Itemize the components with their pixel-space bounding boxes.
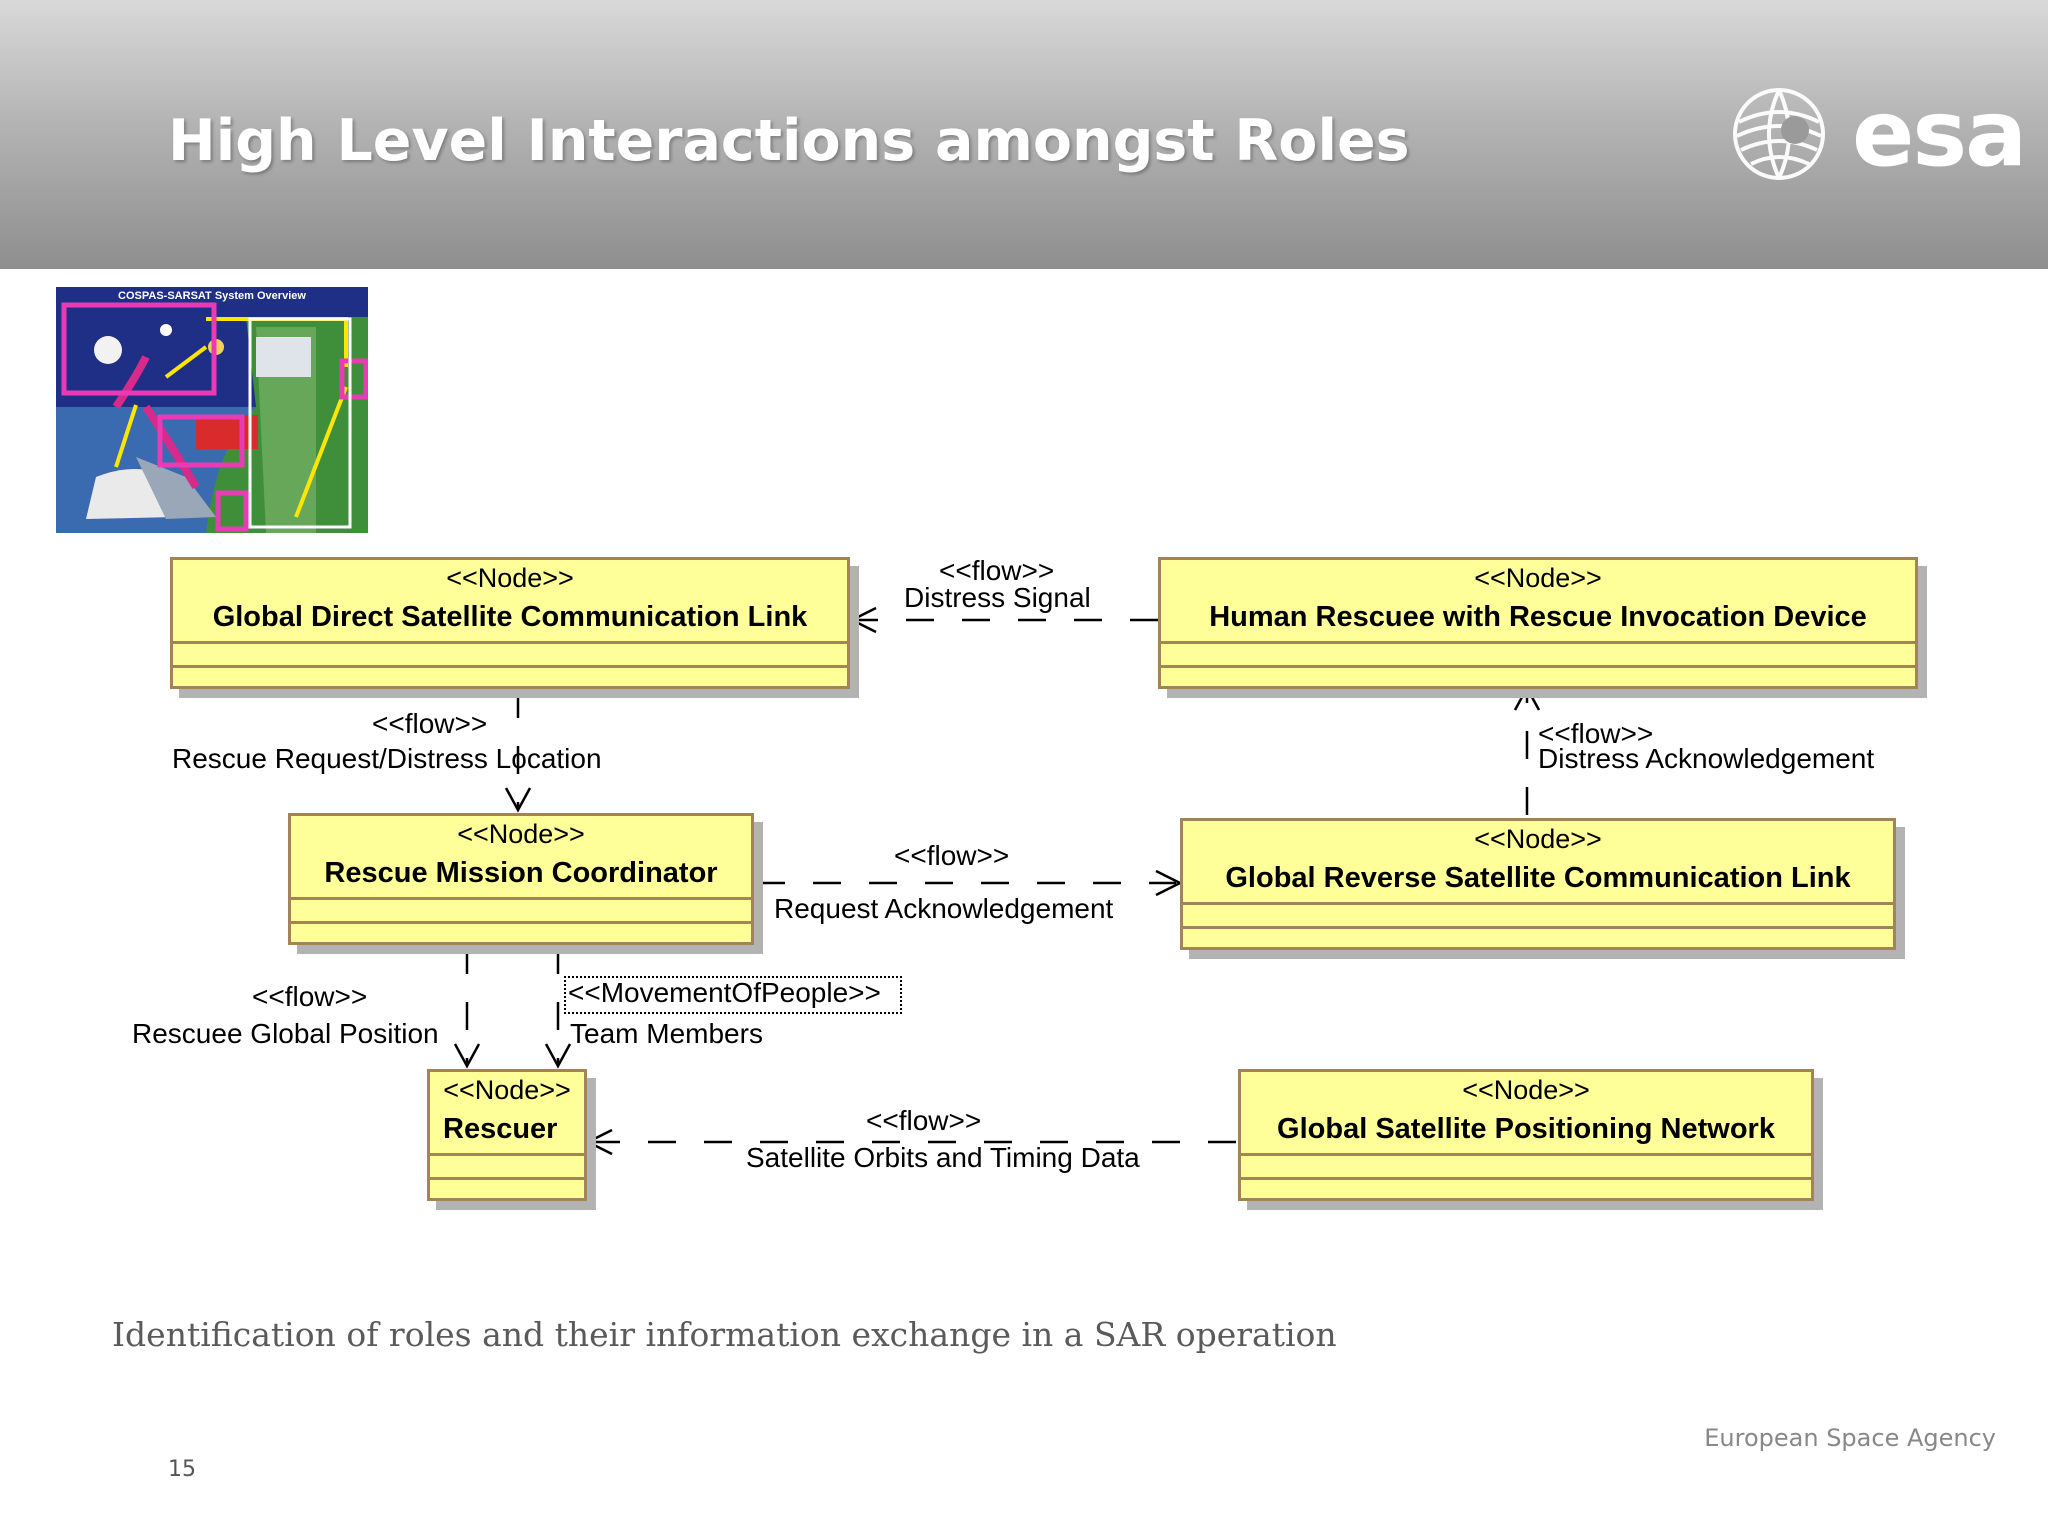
flow-label-team-members: Team Members bbox=[570, 1018, 763, 1049]
arrowhead-team-members bbox=[544, 1043, 572, 1069]
arrowhead-rescuee-position bbox=[453, 1043, 481, 1069]
node-stereotype: <<Node>> bbox=[457, 819, 585, 849]
flow-label-distress-signal: Distress Signal bbox=[904, 582, 1091, 613]
node-stereotype: <<Node>> bbox=[1474, 563, 1602, 593]
node-global-reverse-satellite-link: <<Node>> Global Reverse Satellite Commun… bbox=[1180, 818, 1905, 959]
node-global-satellite-positioning-network: <<Node>> Global Satellite Positioning Ne… bbox=[1238, 1069, 1823, 1210]
node-name: Rescuer bbox=[443, 1113, 558, 1145]
node-rescue-mission-coordinator: <<Node>> Rescue Mission Coordinator bbox=[288, 813, 763, 954]
node-human-rescuee: <<Node>> Human Rescuee with Rescue Invoc… bbox=[1158, 557, 1927, 698]
slide-caption: Identification of roles and their inform… bbox=[112, 1315, 1337, 1354]
node-rescuer: <<Node>> Rescuer bbox=[427, 1069, 596, 1210]
node-name: Human Rescuee with Rescue Invocation Dev… bbox=[1209, 601, 1867, 633]
flow-stereotype-distress-signal: <<flow>> bbox=[939, 555, 1055, 586]
flow-label-rescuee-position: Rescuee Global Position bbox=[132, 1018, 439, 1049]
flow-stereotype-team-members: <<MovementOfPeople>> bbox=[568, 977, 881, 1008]
node-name: Global Satellite Positioning Network bbox=[1277, 1113, 1775, 1145]
flow-stereotype-rescuee-position: <<flow>> bbox=[252, 981, 368, 1012]
esa-globe-icon bbox=[1733, 88, 1825, 180]
node-stereotype: <<Node>> bbox=[446, 563, 574, 593]
node-global-direct-satellite-link: <<Node>> Global Direct Satellite Communi… bbox=[170, 557, 859, 698]
flow-stereotype-request-ack: <<flow>> bbox=[894, 840, 1010, 871]
cospas-sarsat-overview-image: COSPAS-SARSAT System Overview bbox=[56, 287, 368, 533]
node-name: Global Reverse Satellite Communication L… bbox=[1225, 862, 1851, 894]
node-name: Rescue Mission Coordinator bbox=[324, 857, 718, 889]
flow-label-orbits-timing: Satellite Orbits and Timing Data bbox=[746, 1142, 1140, 1173]
thumbnail-title: COSPAS-SARSAT System Overview bbox=[118, 290, 306, 302]
node-name: Global Direct Satellite Communication Li… bbox=[212, 601, 808, 633]
arrowhead-rescue-request bbox=[504, 787, 532, 813]
esa-logo-text: esa bbox=[1852, 80, 2027, 187]
flow-label-request-ack: Request Acknowledgement bbox=[774, 893, 1114, 924]
node-stereotype: <<Node>> bbox=[1462, 1075, 1590, 1105]
flow-label-rescue-request: Rescue Request/Distress Location bbox=[172, 743, 602, 774]
node-stereotype: <<Node>> bbox=[443, 1075, 571, 1105]
node-stereotype: <<Node>> bbox=[1474, 824, 1602, 854]
page-number: 15 bbox=[168, 1457, 196, 1482]
flow-label-distress-ack: Distress Acknowledgement bbox=[1538, 743, 1875, 774]
flow-stereotype-distress-ack: <<flow>> bbox=[1538, 718, 1654, 749]
footer-agency: European Space Agency bbox=[1704, 1424, 1996, 1452]
flow-stereotype-rescue-request: <<flow>> bbox=[372, 708, 488, 739]
flow-stereotype-orbits-timing: <<flow>> bbox=[866, 1105, 982, 1136]
slide-title: High Level Interactions amongst Roles bbox=[168, 108, 1410, 174]
slide-header: High Level Interactions amongst Roles es… bbox=[0, 0, 2048, 269]
movement-of-people-frame bbox=[564, 976, 902, 1014]
